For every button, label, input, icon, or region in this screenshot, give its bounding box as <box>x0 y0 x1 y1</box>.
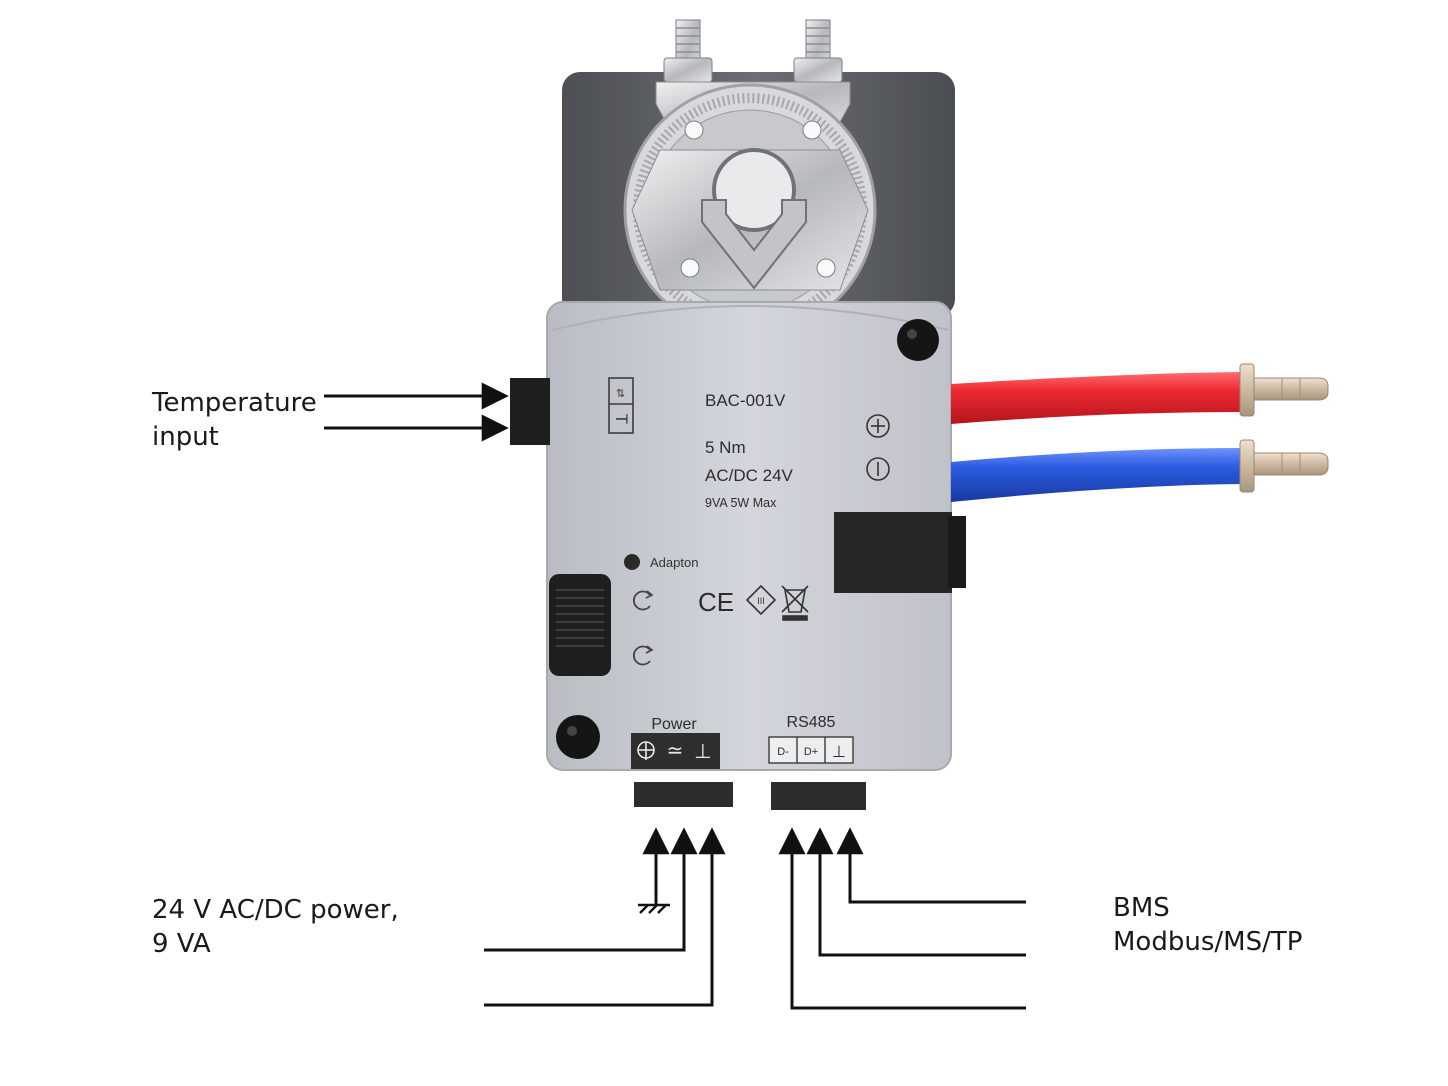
rs485-terminal-d-plus: D+ <box>804 746 818 758</box>
sensor-terminal-label: T <box>612 414 631 424</box>
v-clamp <box>701 199 807 290</box>
power-rating: 9VA 5W Max <box>705 496 777 510</box>
class-iii-icon: III <box>745 584 777 616</box>
rs485-terminal-strip <box>768 736 854 764</box>
power-terminal-ac: ≃ <box>667 738 684 762</box>
bms-callout-line1: BMS <box>1113 893 1170 923</box>
housing-screw-bottom <box>556 715 600 759</box>
temperature-input-line2: input <box>152 422 219 452</box>
ce-mark: CE <box>698 587 734 617</box>
power-callout-line2: 9 VA <box>152 929 211 959</box>
power-callout-line1: 24 V AC/DC power, <box>152 895 399 925</box>
power-terminal-common: ⊥ <box>694 739 711 763</box>
weee-bin-icon <box>781 585 809 621</box>
power-callout: 24 V AC/DC power, 9 VA <box>152 893 399 961</box>
housing-screw-top <box>897 319 939 361</box>
adaption-led <box>624 554 640 570</box>
model-number: BAC-001V <box>705 391 786 410</box>
rs485-terminal-label: RS485 <box>787 714 836 731</box>
power-terminal-label: Power <box>651 716 697 733</box>
minus-circle-icon <box>866 457 890 481</box>
ground-symbol-icon <box>637 741 655 760</box>
actuator-device: ⇄ T BAC-001V 5 Nm AC/DC 24V 9VA 5W Max A… <box>510 19 966 810</box>
rotate-clockwise-icon <box>632 645 651 666</box>
bms-callout: BMS Modbus/MS/TP <box>1113 891 1302 959</box>
temperature-input-arrows <box>324 382 509 442</box>
red-hose-fitting <box>1239 363 1255 417</box>
plus-circle-icon <box>866 414 890 438</box>
red-hose <box>951 372 1242 424</box>
supply-rating: AC/DC 24V <box>705 466 794 485</box>
rs485-connector <box>771 782 866 810</box>
side-connector-block <box>834 512 952 593</box>
sensor-terminal-label-box <box>608 377 634 434</box>
power-wiring-arrows <box>484 827 726 1007</box>
shaft-hole <box>712 148 796 232</box>
adaption-label: Adapton <box>650 555 698 570</box>
torque-rating: 5 Nm <box>705 438 746 457</box>
earth-ground-icon <box>638 903 670 914</box>
temperature-input-line1: Temperature <box>152 388 317 418</box>
power-connector <box>634 782 733 807</box>
sensor-terminal-symbol: ⇄ <box>614 388 626 397</box>
bms-wiring-arrows <box>778 827 1026 1010</box>
temperature-input-callout: Temperature input <box>152 386 317 454</box>
bms-callout-line2: Modbus/MS/TP <box>1113 927 1303 957</box>
rs485-terminal-ground: ⊥ <box>832 742 846 761</box>
u-bolt-studs <box>663 19 843 83</box>
manual-override-switch <box>549 574 611 676</box>
temperature-input-terminal <box>510 378 550 445</box>
svg-text:III: III <box>757 596 765 606</box>
rotate-counterclockwise-icon <box>632 590 651 611</box>
blue-hose <box>951 448 1242 502</box>
blue-hose-fitting <box>1239 439 1255 493</box>
pressure-hoses <box>951 363 1329 502</box>
rs485-terminal-d-minus: D- <box>777 746 789 758</box>
